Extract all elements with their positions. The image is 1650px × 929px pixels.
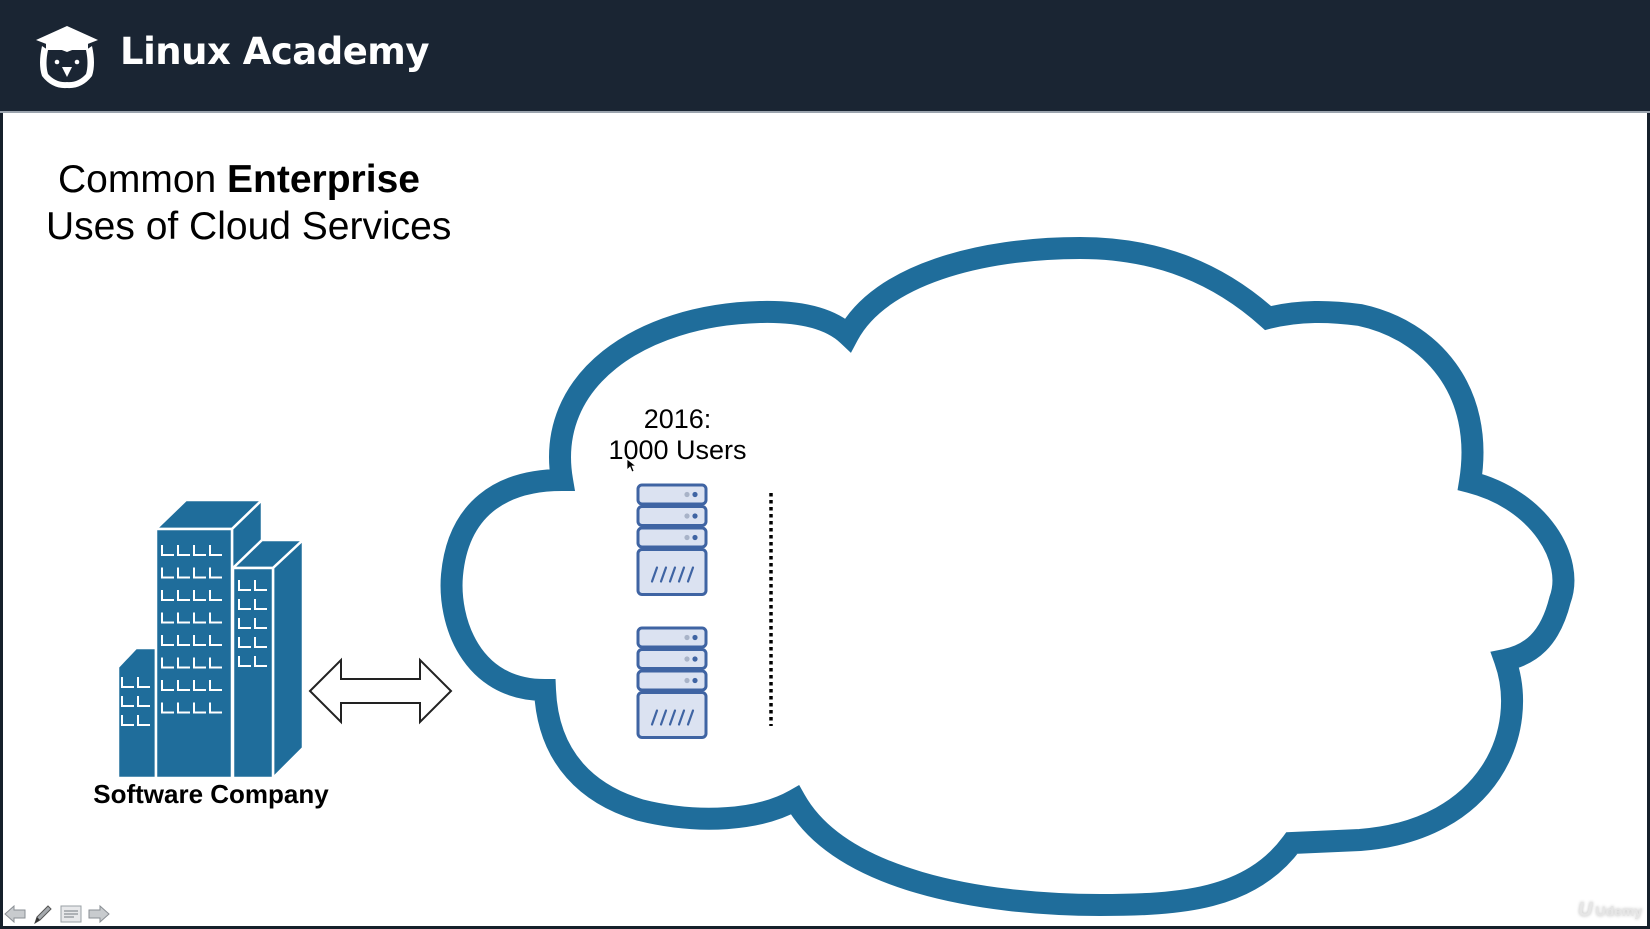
building-window: [137, 677, 150, 688]
building-windows: [121, 545, 267, 726]
building-window: [254, 637, 267, 648]
server-icon: [636, 626, 708, 739]
building-window: [238, 656, 251, 667]
building-window: [193, 545, 206, 556]
building-window: [193, 680, 206, 691]
building-window: [161, 680, 174, 691]
building-window: [193, 702, 206, 714]
udemy-logo-icon: U: [1578, 899, 1593, 921]
building-window: [193, 657, 206, 669]
building-window: [254, 618, 267, 629]
building-window: [209, 657, 222, 669]
building-window: [193, 567, 206, 579]
building-window: [177, 612, 190, 624]
watermark-text: Udemy: [1595, 902, 1643, 919]
cloud-shape: [440, 236, 1575, 917]
building-window: [177, 590, 190, 601]
building-window: [137, 715, 150, 726]
building-window: [121, 677, 134, 688]
title-bold: Enterprise: [227, 158, 420, 201]
building-window: [209, 545, 222, 556]
building-window: [177, 545, 190, 556]
building-window: [254, 656, 267, 667]
brand-name: Linux Academy: [120, 30, 429, 73]
building-window: [209, 590, 222, 601]
building-window: [254, 599, 267, 610]
building-window: [238, 580, 251, 591]
building-window: [137, 696, 150, 707]
slide-title: Common Enterprise Uses of Cloud Services: [46, 156, 451, 250]
menu-icon[interactable]: [60, 904, 82, 924]
building-window: [177, 567, 190, 579]
double-arrow: [308, 657, 453, 725]
building-window: [161, 702, 174, 714]
building-window: [193, 635, 206, 646]
title-line-1: Common Enterprise: [46, 156, 451, 203]
servers: [636, 483, 708, 739]
cloud-user-label: 2016: 1000 Users: [590, 404, 765, 466]
building-window: [238, 637, 251, 648]
building-window: [161, 612, 174, 624]
building-window: [177, 657, 190, 669]
building-window: [209, 635, 222, 646]
building-window: [238, 618, 251, 629]
building-window: [161, 590, 174, 601]
building-window: [121, 715, 134, 726]
slide-player-controls: [4, 903, 110, 925]
company-label: Software Company: [93, 779, 329, 809]
slide-header: Linux Academy: [0, 0, 1650, 113]
owl-graduation-cap-icon: [36, 26, 98, 89]
building-window: [161, 567, 174, 579]
users-text: 1000 Users: [608, 435, 747, 465]
building-window: [209, 612, 222, 624]
frame-border-left: [0, 0, 3, 929]
title-line-2: Uses of Cloud Services: [46, 205, 452, 248]
building-window: [209, 680, 222, 691]
building-window: [177, 635, 190, 646]
building-window: [209, 702, 222, 714]
server-icon: [636, 483, 708, 596]
building-window: [161, 545, 174, 556]
building-window: [254, 580, 267, 591]
udemy-watermark: U Udemy: [1578, 899, 1642, 922]
building-window: [209, 567, 222, 579]
arrow-right-icon[interactable]: [88, 904, 110, 924]
title-regular: Common: [58, 158, 228, 201]
building-window: [177, 680, 190, 691]
building-window: [193, 590, 206, 601]
building-window: [161, 657, 174, 669]
year-text: 2016:: [643, 404, 712, 434]
building-window: [121, 696, 134, 707]
frame-border-bottom: [0, 926, 1650, 929]
mouse-cursor-icon: [627, 459, 637, 473]
frame-border-right: [1647, 0, 1650, 929]
building-window: [177, 702, 190, 714]
arrow-left-icon[interactable]: [4, 904, 26, 924]
building-window: [193, 612, 206, 624]
building-window: [238, 599, 251, 610]
pencil-icon[interactable]: [32, 904, 54, 924]
building-window: [161, 635, 174, 646]
